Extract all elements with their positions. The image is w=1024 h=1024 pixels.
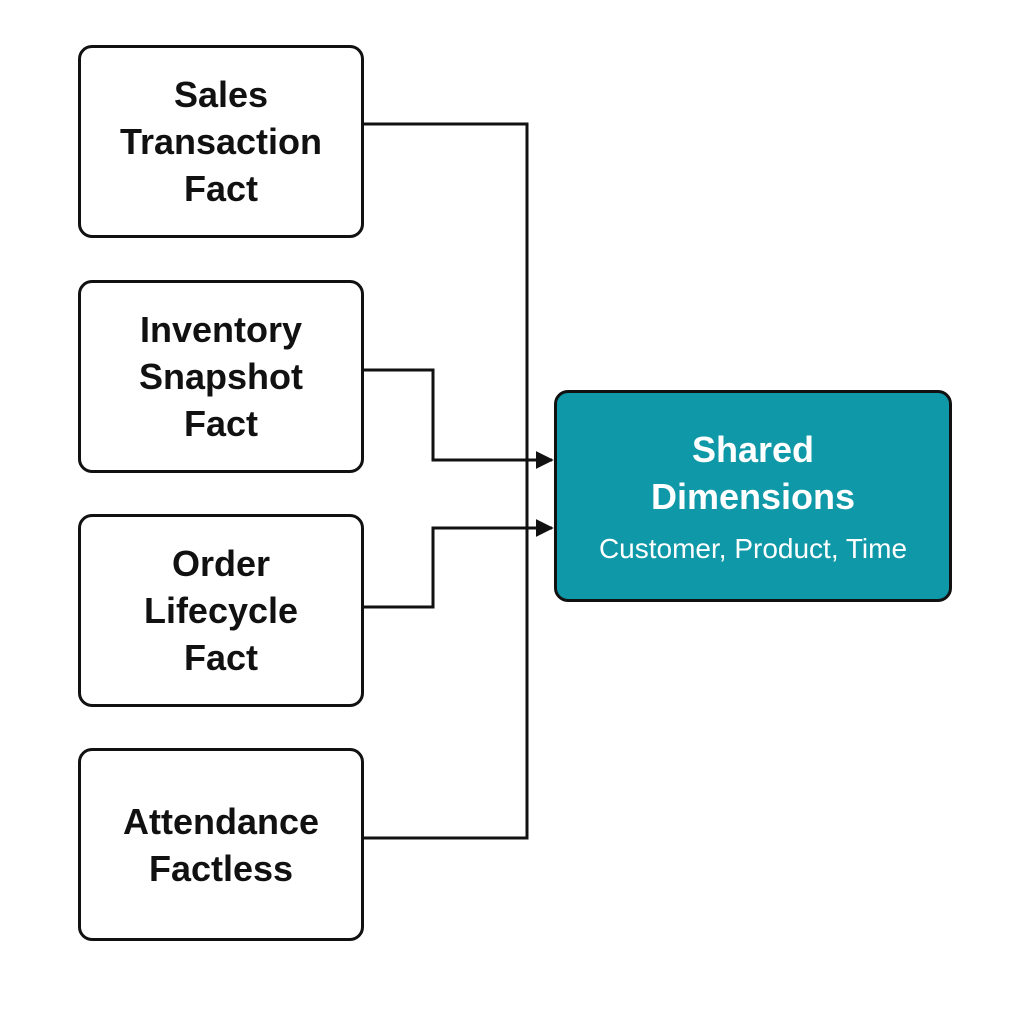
fact-label-line: Fact (183, 168, 259, 209)
fact-box-order-lifecycle: Order Lifecycle Fact (78, 514, 364, 707)
fact-label-line: Fact (183, 403, 259, 444)
connector-inventory (364, 368, 554, 469)
connector-sales (364, 122, 529, 840)
shared-dimensions-title-line: Shared (691, 429, 815, 470)
fact-label-line: Order (171, 543, 271, 584)
fact-label-line: Factless (148, 847, 294, 889)
shared-dimensions-title-line: Dimensions (650, 476, 856, 517)
fact-box-attendance-factless: Attendance Factless (78, 748, 364, 941)
fact-box-sales-transaction: Sales Transaction Fact (78, 45, 364, 238)
fact-label-line: Attendance (122, 800, 320, 842)
fact-box-inventory-snapshot: Inventory Snapshot Fact (78, 280, 364, 473)
fact-label-line: Inventory (139, 309, 303, 350)
connector-order (364, 519, 554, 609)
fact-label-line: Snapshot (138, 356, 303, 397)
fact-label-line: Sales (173, 74, 269, 115)
shared-dimensions-subtitle: Customer, Product, Time (598, 533, 908, 564)
shared-dimensions-box: Shared Dimensions Customer, Product, Tim… (554, 390, 952, 602)
fact-label-line: Transaction (119, 121, 323, 162)
fact-label-line: Lifecycle (143, 590, 299, 631)
fact-label-line: Fact (183, 637, 259, 678)
